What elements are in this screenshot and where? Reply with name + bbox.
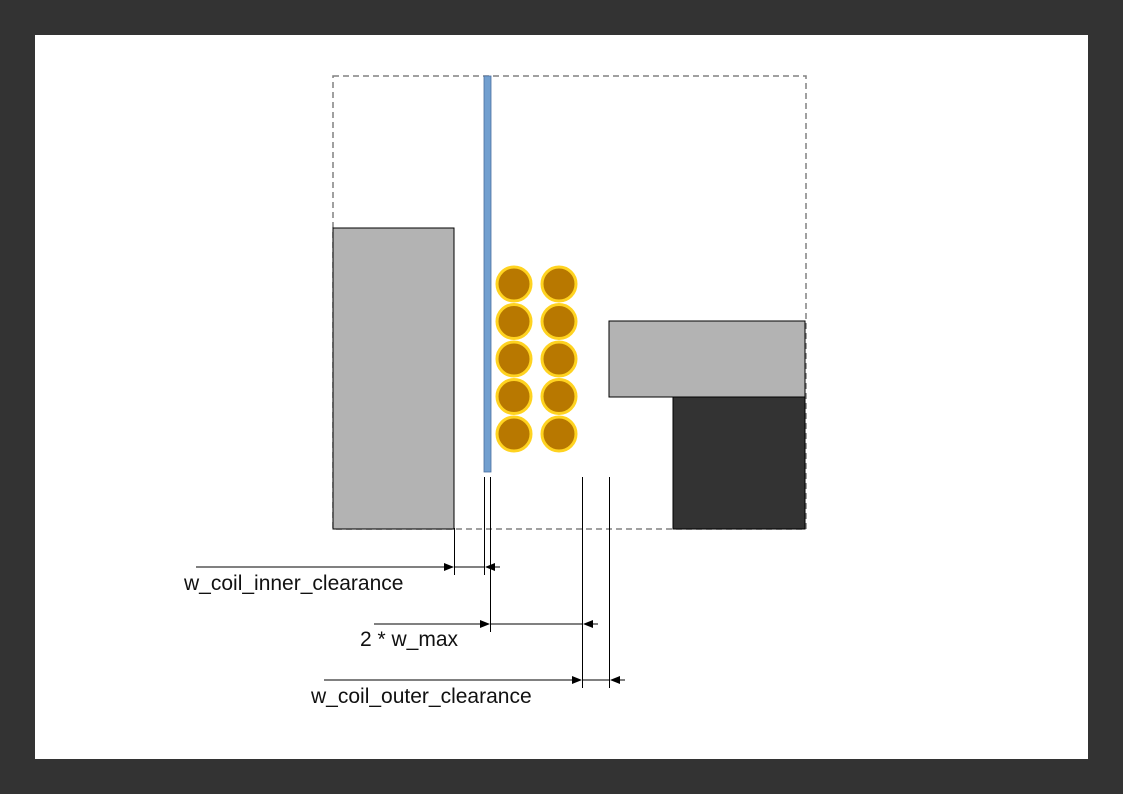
wire-turn [540,265,578,303]
wire-turn [540,378,578,415]
wire-turn [540,303,578,340]
dimension-lines [196,477,625,688]
wire-turn [495,265,533,303]
label-outer-clearance: w_coil_outer_clearance [310,685,532,708]
wire-turn [495,378,533,415]
wire-turn [540,415,578,453]
wire-turn [495,303,533,340]
wire-turn [540,340,578,378]
core-left-leg [332,227,455,530]
bobbin-bar [483,75,492,473]
wire-turn [495,340,533,378]
wire-turn [495,415,533,453]
coil-winding [495,265,578,453]
core-right-top-block [608,320,806,398]
label-inner-clearance: w_coil_inner_clearance [183,572,403,595]
label-coil-width: 2 * w_max [360,628,459,651]
core-right-dark-block [672,396,806,530]
